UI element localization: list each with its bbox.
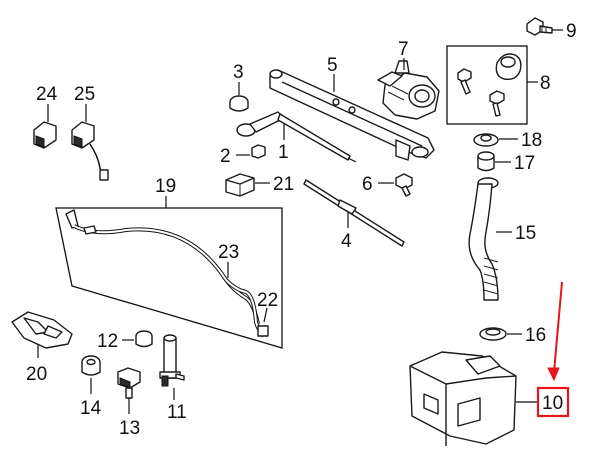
callout-7: 7 (398, 39, 409, 60)
part-13-level-sensor: 13 (117, 367, 141, 439)
callout-11: 11 (167, 402, 187, 423)
callout-1: 1 (278, 142, 289, 163)
callout-16: 16 (525, 325, 546, 346)
callout-25: 25 (74, 84, 95, 105)
part-12-grommet: 12 (97, 330, 153, 352)
part-1-wiper-arm: 1 (236, 111, 357, 163)
callout-18: 18 (521, 130, 542, 151)
part-6-pivot-bolt: 6 (362, 173, 413, 197)
part-20-bracket: 20 (11, 311, 73, 385)
callout-10: 10 (542, 393, 563, 414)
part-8-fastener-kit: 8 (446, 45, 551, 125)
callout-24: 24 (36, 84, 58, 105)
hose-kit-outline (55, 207, 283, 349)
callout-15: 15 (515, 223, 536, 244)
callout-21: 21 (273, 174, 294, 195)
part-14-grommet: 14 (80, 355, 102, 419)
part-18-cap-seal: 18 (473, 130, 542, 151)
callout-6: 6 (362, 174, 373, 195)
part-5-wiper-linkage: 5 (269, 55, 435, 161)
callout-12: 12 (97, 331, 118, 352)
callout-4: 4 (341, 231, 352, 252)
part-11-washer-pump: 11 (159, 334, 187, 423)
callout-13: 13 (119, 418, 140, 439)
callout-3: 3 (233, 62, 244, 83)
callout-2: 2 (220, 146, 231, 167)
highlight-arrow (553, 281, 563, 373)
part-16-grommet: 16 (479, 325, 546, 346)
part-25-nozzle: 25 (71, 84, 109, 181)
part-9-bolt: 9 (526, 17, 577, 42)
highlight-arrowhead (547, 367, 560, 382)
callout-17: 17 (514, 153, 535, 174)
part-7-wiper-motor: 7 (377, 39, 440, 120)
callout-23: 23 (218, 242, 239, 263)
highlight-box (536, 386, 570, 418)
part-19-hose-assembly: 19 23 22 (55, 176, 283, 349)
callout-5: 5 (327, 55, 338, 76)
part-4-wiper-blade: 4 (303, 179, 405, 252)
callout-20: 20 (26, 364, 47, 385)
callout-9: 9 (566, 21, 577, 42)
part-2-nut: 2 (220, 144, 266, 167)
part-10-washer-reservoir: 10 (409, 281, 570, 446)
part-3-pivot-cap: 3 (229, 62, 249, 112)
callout-19: 19 (155, 176, 176, 197)
callout-22: 22 (257, 290, 278, 311)
part-17-filler-cap: 17 (477, 151, 535, 174)
callout-14: 14 (80, 398, 102, 419)
part-21-clip: 21 (225, 173, 294, 197)
part-15-filler-neck: 15 (468, 177, 536, 301)
part-24-nozzle: 24 (33, 84, 58, 149)
callout-8: 8 (540, 73, 551, 94)
